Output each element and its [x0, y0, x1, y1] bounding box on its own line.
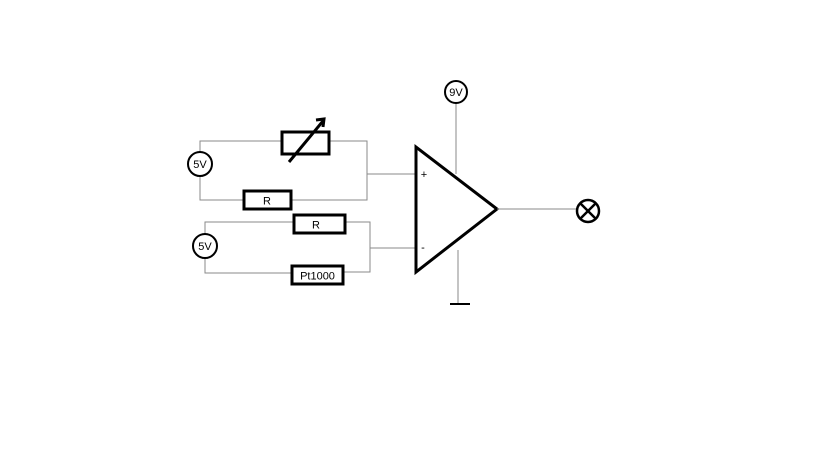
variable-resistor-icon: [280, 117, 331, 163]
lamp-icon: [575, 198, 601, 224]
supply-9v: 9V: [444, 80, 468, 174]
supply-9v-label: 9V: [449, 87, 463, 99]
bottom-bridge: R Pt1000 5V: [192, 213, 416, 286]
top-bridge-lower-wire: [199, 176, 244, 201]
voltage-source-top: 5V: [187, 151, 213, 177]
op-amp-minus-label: -: [421, 242, 425, 254]
bottom-bridge-lower-wire: [204, 258, 292, 274]
voltage-source-bottom: 5V: [192, 233, 218, 259]
top-bridge: R 5V: [187, 117, 416, 211]
resistor-r-top-label: R: [263, 196, 271, 208]
resistor-r-bottom-label: R: [312, 220, 320, 232]
bottom-bridge-upper-right-wire: [343, 221, 371, 273]
top-bridge-upper-right-wire: [291, 140, 368, 201]
resistor-r-bottom: R: [292, 213, 347, 235]
pt1000-sensor: Pt1000: [290, 264, 345, 286]
op-amp: + -: [414, 143, 500, 276]
pt1000-sensor-label: Pt1000: [300, 271, 335, 283]
top-bridge-upper-wire: [199, 140, 282, 155]
resistor-r-top: R: [242, 189, 293, 211]
bottom-bridge-upper-wire: [204, 221, 294, 234]
voltage-source-bottom-label: 5V: [198, 241, 212, 253]
voltage-source-top-label: 5V: [193, 159, 207, 171]
op-amp-plus-label: +: [421, 169, 427, 181]
ground-icon: [450, 250, 470, 305]
